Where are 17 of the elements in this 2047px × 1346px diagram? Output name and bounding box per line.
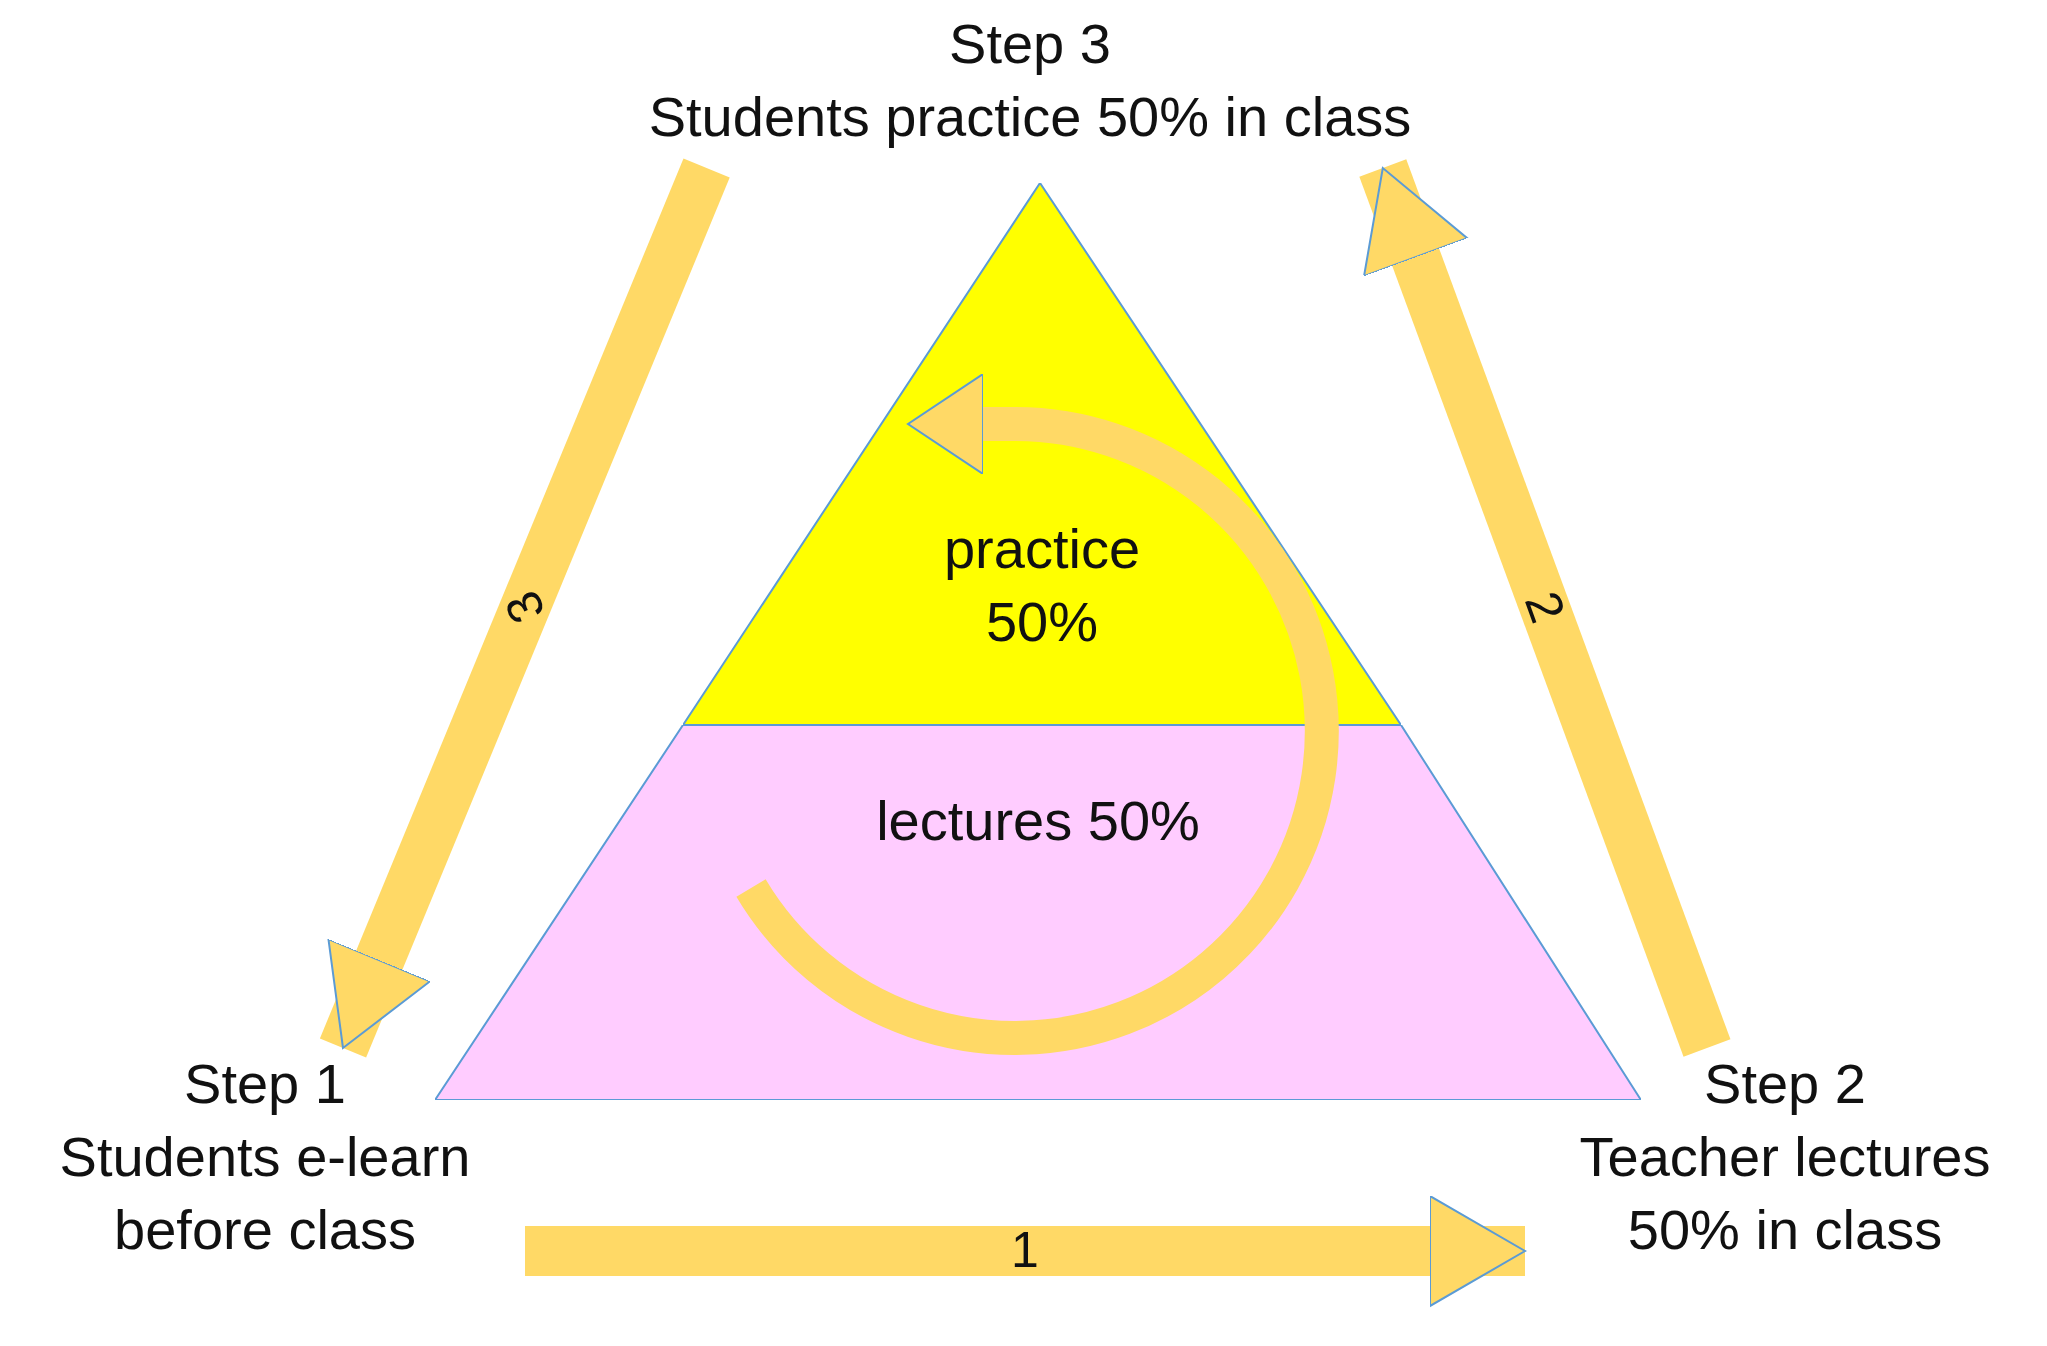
step-number: 3 [492,581,558,634]
step-heading: Step 2 [1703,1051,1867,1117]
step-number: 1 [1010,1221,1040,1279]
block-arrow [525,1195,1526,1307]
section-label: practice 50% [942,516,1142,655]
triangle-bottom-section [435,725,1641,1100]
circular-arrow [736,373,1339,1055]
triangle-top-section [683,183,1401,725]
block-arrow [319,158,730,1058]
step-description: Teacher lectures 50% in class [1578,1124,1992,1263]
step-number: 2 [1512,583,1577,632]
block-arrow [1359,159,1731,1057]
step-description: Students practice 50% in class [647,84,1413,150]
section-label: lectures 50% [875,788,1201,854]
step-heading: Step 1 [183,1051,347,1117]
step-description: Students e-learn before class [58,1124,472,1263]
step-heading: Step 3 [948,11,1112,77]
